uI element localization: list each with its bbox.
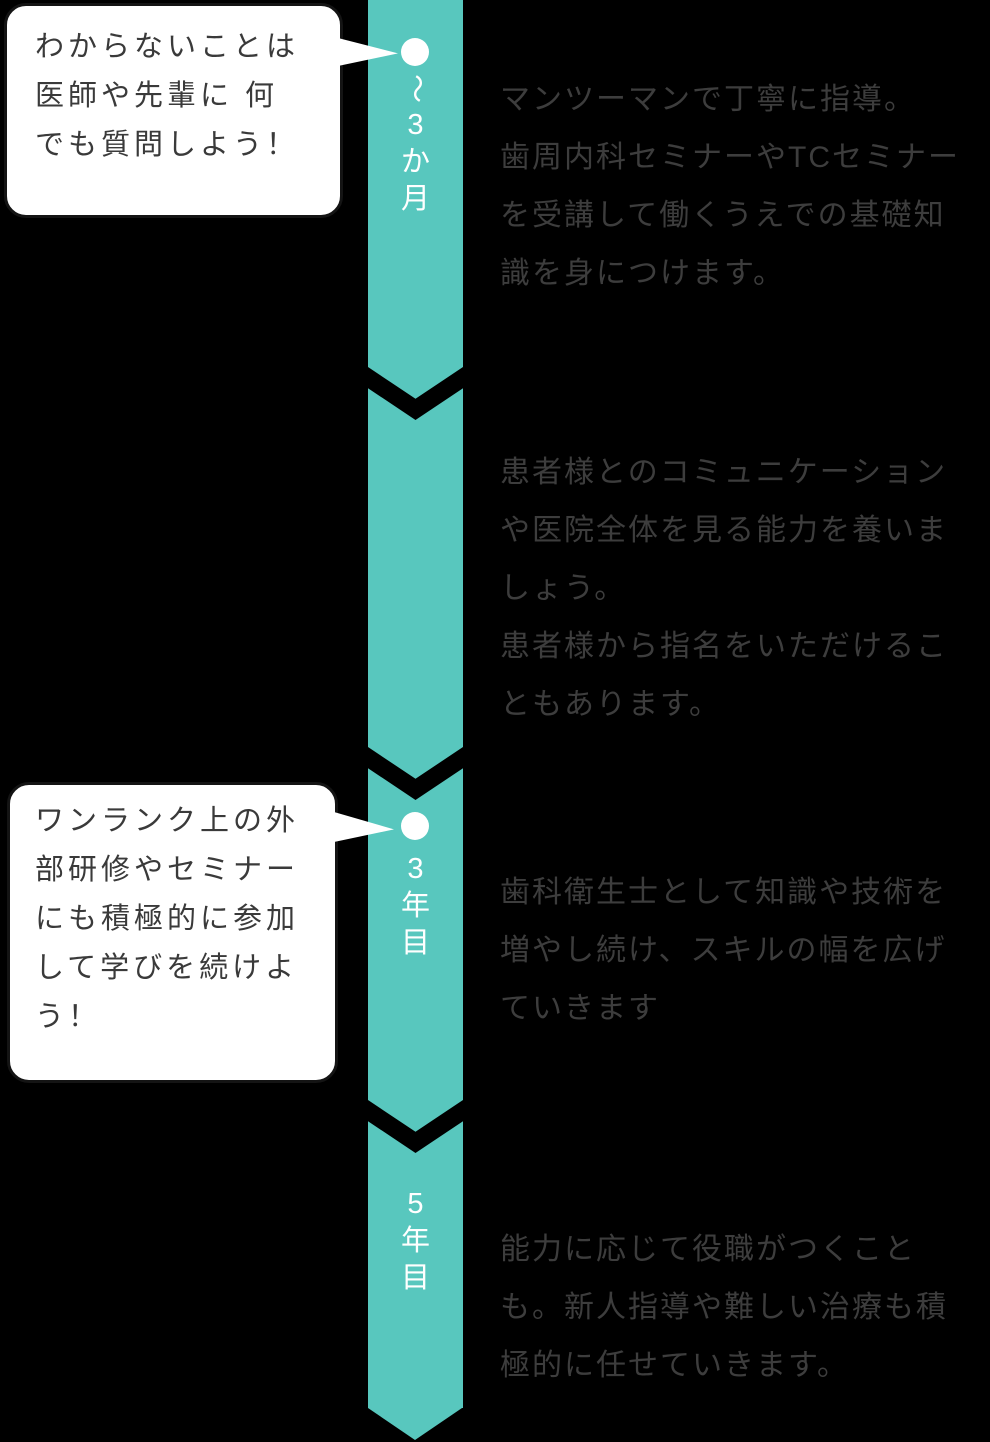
description-line: 能力に応じて役職がつくこと [500,1233,916,1266]
step-description-5years: 能力に応じて役職がつくこと も。新人指導や難しい治療も積 極的に任せていきます。 [500,1221,988,1395]
bubble-text-line: 部研修やセミナー [35,854,300,886]
description-line: 患者様から指名をいただけるこ [500,630,948,663]
description-line: を受講して働くうえでの基礎知 [500,199,946,232]
description-line: も。新人指導や難しい治療も積 [500,1291,948,1324]
description-line: しょう。 [500,572,627,605]
bubble-text-line: わからないことは [35,31,300,63]
step-description-3years: 歯科衛生士として知識や技術を 増やし続け、スキルの幅を広げ ていきます [500,864,988,1038]
description-line: マンツーマンで丁寧に指導。 [500,83,916,116]
description-line: 歯科衛生士として知識や技術を [500,876,948,909]
step-description-growth: 患者様とのコミュニケーション や医院全体を見る能力を養いま しょう。 患者様から… [500,444,988,734]
description-line: や医院全体を見る能力を養いま [500,514,948,547]
speech-bubble: ワンランク上の外 部研修やセミナー にも積極的に参加 して学びを続けよ う！ [7,782,338,1083]
description-line: ていきます [500,992,660,1025]
bubble-text-line: して学びを続けよ [35,952,299,984]
timeline-ribbon [368,0,463,1408]
timeline-arrow-tip-icon [368,1408,462,1440]
description-line: 識を身につけます。 [500,257,785,290]
bubble-text-line: う！ [35,1001,102,1033]
milestone-dot-icon [401,812,429,840]
description-line: 増やし続け、スキルの幅を広げ [500,934,947,967]
description-line: ともあります。 [500,688,721,721]
milestone-dot-icon [401,38,429,66]
description-line: 極的に任せていきます。 [500,1349,849,1382]
bubble-text-line: ワンランク上の外 [35,805,300,837]
speech-bubble: わからないことは 医師や先輩に 何 でも質問しよう！ [4,3,343,218]
bubble-text-line: にも積極的に参加 [35,903,300,935]
bubble-text-line: 医師や先輩に 何 [35,80,279,112]
description-line: 患者様とのコミュニケーション [500,456,948,489]
step-description-0-3months: マンツーマンで丁寧に指導。 歯周内科セミナーやTCセミナー を受講して働くうえで… [500,71,988,303]
description-line: 歯周内科セミナーやTCセミナー [500,141,960,174]
bubble-text-line: でも質問しよう！ [35,129,300,161]
